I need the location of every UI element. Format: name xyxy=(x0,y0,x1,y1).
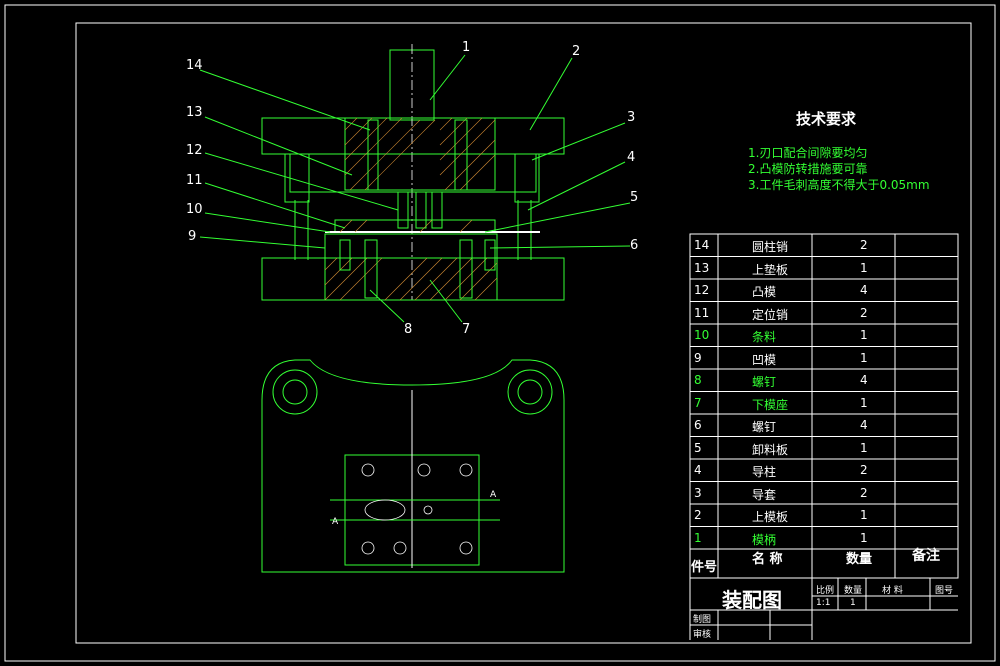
bom-header-remark: 备注 xyxy=(912,548,940,564)
bom-row-qty: 4 xyxy=(860,283,868,297)
bom-row-no: 12 xyxy=(694,283,710,297)
bom-row-no: 14 xyxy=(694,238,710,252)
scale-value: 1:1 xyxy=(816,598,831,608)
bom-row-name: 定位销 xyxy=(752,307,789,322)
bom-row-qty: 1 xyxy=(860,530,868,545)
qty-value: 1 xyxy=(850,598,856,608)
bom-row-name: 下模座 xyxy=(752,397,789,412)
balloon-7: 7 xyxy=(462,322,471,337)
balloon-9: 9 xyxy=(188,229,197,244)
drawn-label: 制图 xyxy=(693,615,712,625)
bom-table xyxy=(689,233,959,640)
material-label: 材 料 xyxy=(882,586,903,596)
tech-title: 技术要求 xyxy=(796,110,857,128)
outer-frame xyxy=(4,4,996,662)
bom-row-name: 凹模 xyxy=(752,352,777,367)
bom-row-qty: 4 xyxy=(860,418,868,432)
bom-row-qty: 2 xyxy=(860,305,868,320)
bom-row-name: 导柱 xyxy=(752,465,777,479)
bom-row-no: 1 xyxy=(694,530,702,545)
qty-label: 数量 xyxy=(844,586,863,596)
tech-note-1: 1.刃口配合间隙要均匀 xyxy=(748,146,868,160)
bom-row-no: 9 xyxy=(694,350,702,365)
bom-row-name: 卸料板 xyxy=(752,442,789,457)
bom-row-no: 11 xyxy=(694,305,710,320)
scale-label: 比例 xyxy=(816,586,835,596)
bom-header-qty: 数量 xyxy=(846,552,873,567)
bom-row-no: 4 xyxy=(694,463,702,477)
balloon-3: 3 xyxy=(627,110,636,125)
bom-row-no: 2 xyxy=(694,508,702,522)
balloon-5: 5 xyxy=(630,190,639,205)
section-view xyxy=(261,44,565,301)
bom-row-qty: 2 xyxy=(860,485,868,500)
bom-row-no: 3 xyxy=(694,485,702,500)
drawing-title: 装配图 xyxy=(722,588,782,612)
bom-row-no: 13 xyxy=(694,260,710,275)
balloon-14: 14 xyxy=(186,58,203,73)
bom-row-name: 螺钉 xyxy=(752,375,777,389)
bom-row-no: 6 xyxy=(694,418,702,432)
bom-row-qty: 1 xyxy=(860,508,868,522)
bom-row-name: 圆柱销 xyxy=(752,240,789,254)
bom-header-no: 件号 xyxy=(691,560,718,575)
tech-note-3: 3.工件毛刺高度不得大于0.05mm xyxy=(748,178,930,192)
bom-row-no: 8 xyxy=(694,373,702,387)
bom-row-name: 螺钉 xyxy=(752,420,777,434)
bom-row-name: 上模板 xyxy=(752,510,789,524)
balloon-2: 2 xyxy=(572,44,581,59)
inner-frame xyxy=(75,22,972,644)
bom-row-qty: 1 xyxy=(860,395,868,410)
bom-row-qty: 1 xyxy=(860,328,868,342)
drawing-no-label: 图号 xyxy=(935,586,954,596)
bom-row-name: 上垫板 xyxy=(752,262,789,277)
bom-header-name: 名 称 xyxy=(752,552,783,567)
plan-view xyxy=(261,359,565,573)
bom-row-qty: 1 xyxy=(860,440,868,455)
balloon-10: 10 xyxy=(186,202,203,217)
section-mark-a-right: A xyxy=(490,490,497,500)
bom-row-qty: 2 xyxy=(860,238,868,252)
bom-row-qty: 2 xyxy=(860,463,868,477)
bom-row-qty: 4 xyxy=(860,373,868,387)
bom-row-qty: 1 xyxy=(860,350,868,365)
balloon-4: 4 xyxy=(627,150,636,165)
checked-label: 审核 xyxy=(693,630,712,640)
bom-rows xyxy=(690,256,958,550)
bom-row-qty: 1 xyxy=(860,260,868,275)
bom-row-name: 条料 xyxy=(752,330,777,344)
section-mark-a-left: A xyxy=(332,517,339,527)
balloon-6: 6 xyxy=(630,238,639,253)
bom-row-name: 模柄 xyxy=(752,532,777,547)
balloon-8: 8 xyxy=(404,322,413,337)
bom-row-no: 5 xyxy=(694,440,702,455)
leader-lines xyxy=(199,54,631,323)
bom-row-no: 7 xyxy=(694,395,702,410)
balloon-13: 13 xyxy=(186,105,203,120)
tech-note-2: 2.凸模防转措施要可靠 xyxy=(748,162,868,176)
balloon-11: 11 xyxy=(186,173,203,188)
bom-row-name: 凸模 xyxy=(752,285,777,299)
balloon-12: 12 xyxy=(186,143,203,158)
bom-row-name: 导套 xyxy=(752,487,777,502)
balloon-1: 1 xyxy=(462,40,471,55)
bom-row-no: 10 xyxy=(694,328,710,342)
